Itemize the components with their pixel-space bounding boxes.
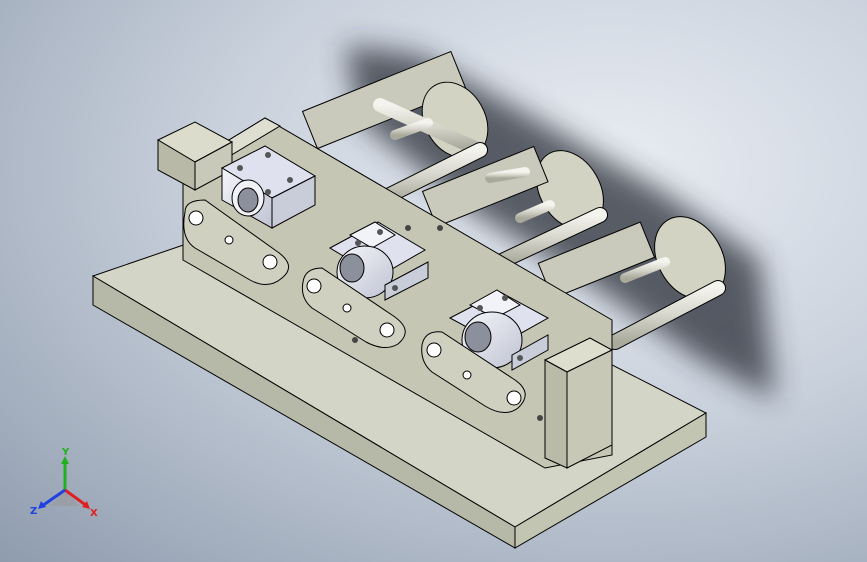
triad-x-arrow bbox=[82, 501, 90, 509]
triad-y-arrow bbox=[61, 456, 69, 464]
guide-rod-set-2[interactable] bbox=[421, 139, 617, 270]
triad-x-axis bbox=[64, 488, 88, 508]
end-stop-block[interactable] bbox=[543, 337, 614, 469]
guide-rod-set-3[interactable] bbox=[537, 204, 739, 350]
triad-x-label: X bbox=[90, 508, 98, 519]
guide-rod-set-1[interactable] bbox=[301, 50, 501, 208]
reference-triad[interactable]: Y X Z bbox=[22, 448, 108, 528]
cam-plate-3[interactable] bbox=[421, 331, 526, 413]
cam-plate-2[interactable] bbox=[301, 267, 406, 348]
triad-y-label: Y bbox=[61, 448, 70, 458]
bearing-block-2[interactable] bbox=[328, 221, 429, 301]
triad-z-axis bbox=[41, 488, 66, 508]
cam-plate-1[interactable] bbox=[183, 199, 290, 285]
triad-z-arrow bbox=[38, 501, 46, 509]
bearing-block-3[interactable] bbox=[448, 289, 550, 371]
bearing-block-1[interactable] bbox=[220, 145, 317, 229]
triad-z-label: Z bbox=[30, 506, 37, 517]
triad-base bbox=[50, 490, 80, 506]
